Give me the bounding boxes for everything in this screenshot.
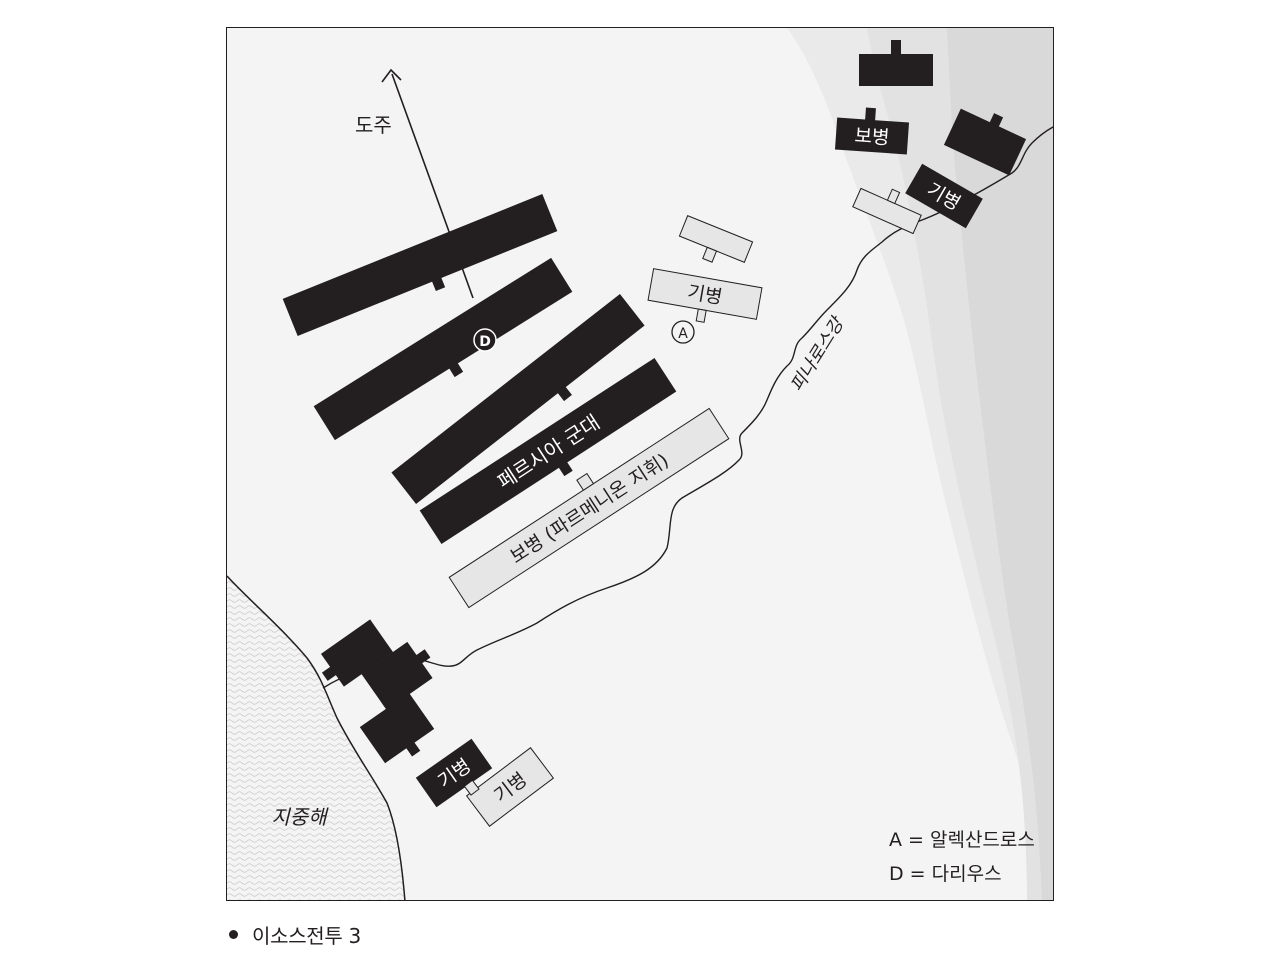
- coastline: [227, 575, 406, 900]
- persian-line-3: [391, 293, 645, 505]
- persian-cavalry-right: 기병: [905, 163, 983, 229]
- macedonian-cavalry-center-rear: [678, 215, 754, 263]
- persian-left-2: [361, 641, 433, 711]
- figure-caption: 이소스전투 3: [226, 918, 361, 950]
- legend-darius: D = 다리우스: [889, 863, 1002, 885]
- marker-alexander-letter: A: [678, 326, 688, 342]
- flight-arrow-head: [381, 68, 402, 83]
- persian-right-block: [943, 108, 1027, 176]
- label-sea: 지중해: [271, 805, 329, 829]
- legend: A = 알렉산드로스 D = 다리우스: [889, 829, 1035, 885]
- label-river: 피나로스강: [786, 312, 849, 395]
- marker-darius: D: [473, 328, 497, 352]
- macedonian-cavalry-right: [852, 187, 922, 235]
- bullet-icon: [229, 929, 238, 939]
- marker-darius-letter: D: [479, 334, 491, 350]
- marker-alexander: A: [671, 320, 695, 344]
- persian-infantry-right: 보병: [834, 107, 910, 155]
- persian-right-top: [859, 40, 933, 86]
- mountain-terrain-dark: [947, 28, 1053, 900]
- battle-map: 도주 페르시아 군대 보병 (파르메니온 지휘): [226, 27, 1054, 901]
- label-infantry-right: 보병: [854, 125, 890, 149]
- legend-alexander: A = 알렉산드로스: [889, 829, 1035, 851]
- persian-left-3: [359, 692, 435, 764]
- persian-left-1: [320, 619, 394, 687]
- macedonian-cavalry-center: 기병: [647, 268, 763, 323]
- persian-cavalry-left: 기병: [415, 738, 493, 808]
- caption-text: 이소스전투 3: [252, 923, 361, 948]
- persian-line-1: [282, 194, 558, 336]
- label-flight: 도주: [355, 113, 392, 137]
- persian-line-2: [313, 257, 573, 441]
- sea-area: [227, 576, 405, 900]
